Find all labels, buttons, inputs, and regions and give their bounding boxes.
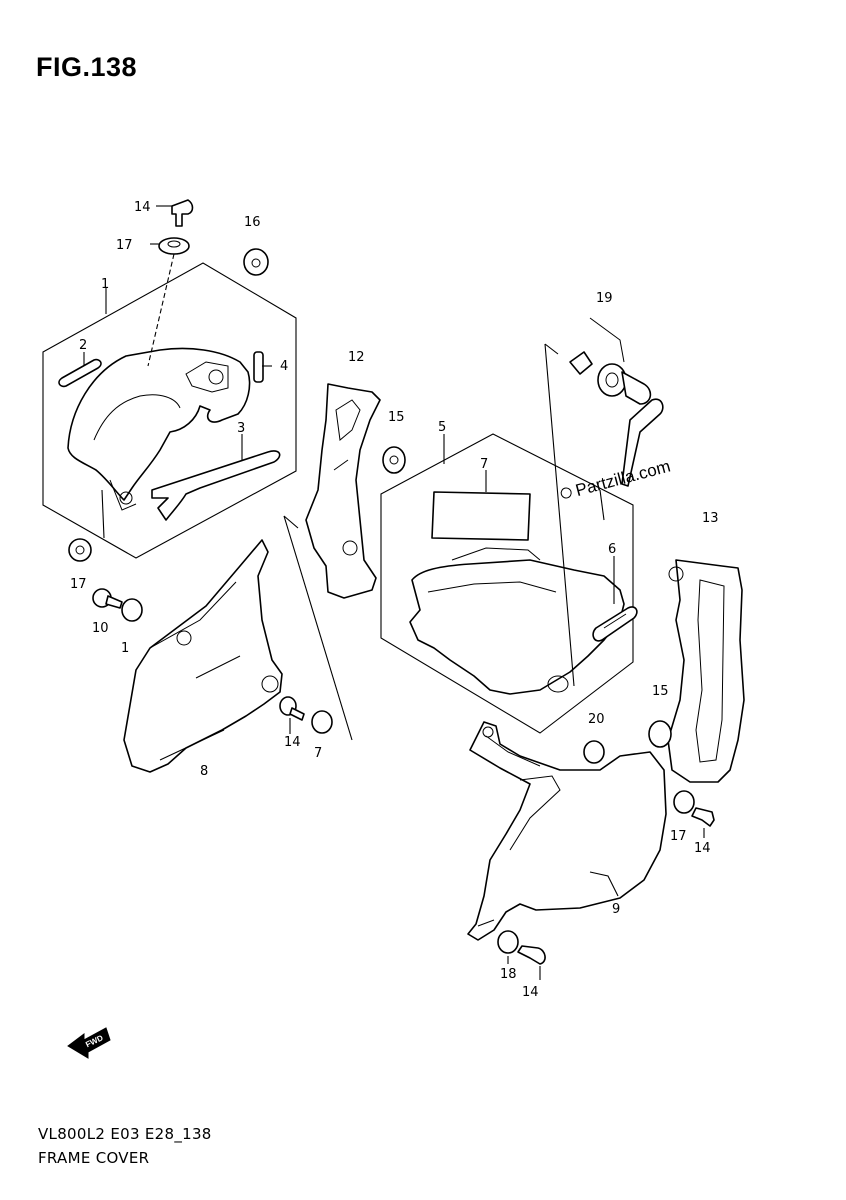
part-5-side-cover[interactable]	[409, 547, 625, 695]
c-18: 18	[500, 967, 517, 982]
part-1-frame-cover[interactable]	[67, 347, 251, 511]
part-2-emblem-strip[interactable]	[58, 358, 102, 388]
part-5-group-box	[380, 433, 634, 734]
c-8: 8	[200, 764, 208, 779]
c-6: 6	[608, 542, 616, 557]
c-15-right: 15	[652, 684, 669, 699]
fwd-arrow-icon: FWD	[67, 1027, 111, 1059]
c-14-top: 14	[134, 200, 151, 215]
part-14-bottom-screw[interactable]	[517, 945, 546, 965]
part-10-bolt[interactable]	[92, 588, 123, 609]
c-2: 2	[79, 338, 87, 353]
c-12: 12	[348, 350, 365, 365]
figure-name: FRAME COVER	[38, 1149, 150, 1167]
c-14-right: 14	[694, 841, 711, 856]
c-14-mid: 14	[284, 735, 301, 750]
part-3-bracket[interactable]	[151, 450, 281, 521]
part-14-top-screw[interactable]	[171, 199, 194, 227]
c-17-left: 17	[70, 577, 87, 592]
part-8-lower-cover[interactable]	[123, 539, 283, 773]
part-16-grommet[interactable]	[243, 248, 269, 276]
part-7-mid-grommet[interactable]	[311, 710, 333, 734]
part-9-lower-cover[interactable]	[467, 721, 667, 941]
c-5: 5	[438, 420, 446, 435]
leader-19-tick	[599, 489, 605, 521]
c-14-bottom: 14	[522, 985, 539, 1000]
leader-9	[589, 871, 619, 897]
c-1-box: 1	[101, 277, 109, 292]
c-3: 3	[237, 421, 245, 436]
c-1-left: 1	[121, 641, 129, 656]
leader-diagonal-right-tick	[544, 343, 559, 355]
part-12-bracket[interactable]	[305, 383, 381, 599]
part-13-bracket[interactable]	[667, 559, 745, 783]
c-7-box: 7	[480, 457, 488, 472]
part-6-emblem[interactable]	[592, 556, 638, 642]
leader-diagonal-tick	[283, 515, 299, 529]
part-20-grommet[interactable]	[583, 740, 605, 764]
part-15-right-grommet[interactable]	[648, 720, 672, 748]
c-13: 13	[702, 511, 719, 526]
part-1-group-box	[42, 262, 297, 559]
c-10: 10	[92, 621, 109, 636]
c-9: 9	[612, 902, 620, 917]
leader-dash-top	[147, 253, 175, 367]
c-17-right: 17	[670, 829, 687, 844]
c-4: 4	[280, 359, 288, 374]
part-14-right-screw[interactable]	[691, 807, 715, 827]
c-20: 20	[588, 712, 605, 727]
part-17-top-grommet[interactable]	[158, 237, 190, 255]
part-4-pin[interactable]	[253, 351, 264, 383]
part-1-left-grommet[interactable]	[121, 598, 143, 622]
leader-17-left	[101, 489, 105, 539]
part-7-label-sticker[interactable]	[431, 470, 531, 541]
part-17-left-grommet[interactable]	[68, 538, 92, 562]
leader-diagonal-left	[283, 515, 353, 741]
figure-title: FIG.138	[36, 52, 138, 82]
part-18-grommet[interactable]	[497, 930, 519, 954]
c-7-mid: 7	[314, 746, 322, 761]
leader-diagonal-right	[544, 343, 575, 687]
c-15-mid: 15	[388, 410, 405, 425]
part-19-lock-set[interactable]	[569, 317, 664, 487]
c-16: 16	[244, 215, 261, 230]
part-14-mid-screw[interactable]	[279, 696, 305, 721]
part-15-mid-grommet[interactable]	[382, 446, 406, 474]
c-19: 19	[596, 291, 613, 306]
part-17-right-grommet[interactable]	[673, 790, 695, 814]
c-17-top: 17	[116, 238, 133, 253]
watermark-text: Partzilla.com	[574, 457, 673, 501]
figure-code: VL800L2 E03 E28_138	[38, 1125, 212, 1143]
